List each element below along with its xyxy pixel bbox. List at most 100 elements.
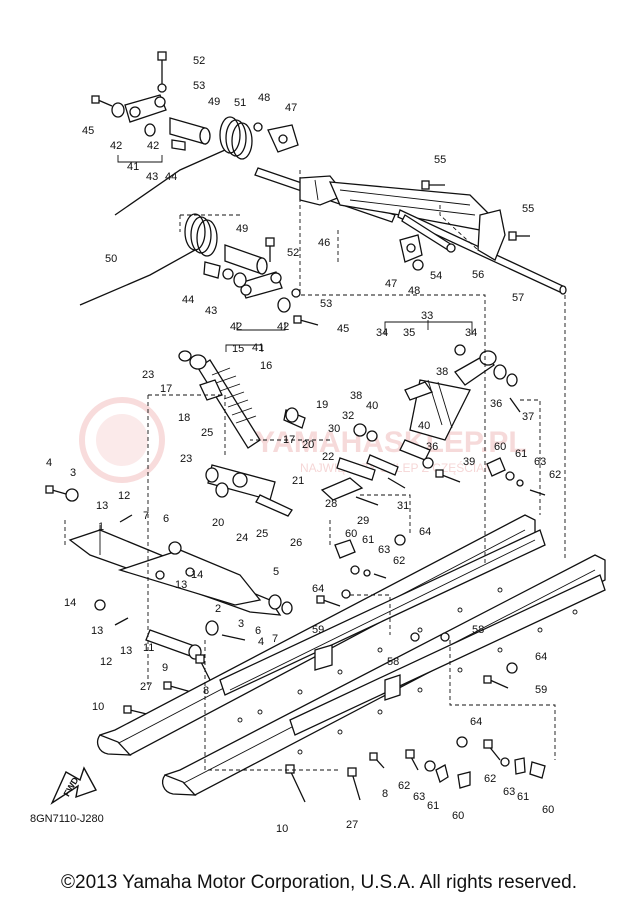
callout-57: 57 [512,292,524,304]
callout-61-c: 61 [427,800,439,812]
callout-42-upper-a: 42 [110,140,122,152]
callout-60-d: 60 [542,804,554,816]
callout-14-right: 14 [191,569,203,581]
callout-44-lower: 44 [182,294,194,306]
callout-5: 5 [273,566,279,578]
callout-27-bottom: 27 [346,819,358,831]
callout-55-right: 55 [522,203,534,215]
callout-36-right: 36 [490,398,502,410]
callout-33: 33 [421,310,433,322]
callout-25-bottom: 25 [256,528,268,540]
callout-38-left: 38 [350,390,362,402]
callout-58-left: 58 [387,656,399,668]
callout-7: 7 [143,510,149,522]
callout-46: 46 [318,237,330,249]
callout-2: 2 [215,603,221,615]
callout-9: 9 [162,662,168,674]
callout-48-upper: 48 [258,92,270,104]
callout-35: 35 [403,327,415,339]
callout-56: 56 [472,269,484,281]
callout-52-lower: 52 [287,247,299,259]
callout-17-right: 17 [283,434,295,446]
callout-64-d: 64 [470,716,482,728]
callout-61-a: 61 [362,534,374,546]
callout-58-right: 58 [472,624,484,636]
callout-49-upper: 49 [208,96,220,108]
callout-13-c: 13 [91,625,103,637]
callout-19: 19 [316,399,328,411]
rear-pivot-shaft-group [79,51,567,326]
callout-55-top: 55 [434,154,446,166]
callout-6: 6 [163,513,169,525]
callout-10-bottom: 10 [276,823,288,835]
callout-42-lower-a: 42 [230,321,242,333]
callout-59-right: 59 [535,684,547,696]
callout-30: 30 [328,423,340,435]
front-arm-group [45,485,293,717]
callout-43-upper: 43 [146,171,158,183]
callout-29: 29 [357,515,369,527]
callout-23-bottom: 23 [180,453,192,465]
copyright-notice: ©2013 Yamaha Motor Corporation, U.S.A. A… [61,872,577,893]
callout-47-lower: 47 [385,278,397,290]
rear-shock-group [320,344,521,506]
callout-14-left: 14 [64,597,76,609]
diagram-code: 8GN7110-J280 [30,813,104,825]
callout-49-lower: 49 [236,223,248,235]
callout-15: 15 [232,343,244,355]
callout-labels: 1 2 3 3 4 4 5 6 6 7 7 8 8 9 10 10 11 12 … [46,55,561,835]
callout-34-left: 34 [376,327,388,339]
callout-26: 26 [290,537,302,549]
callout-61-b: 61 [515,448,527,460]
callout-24: 24 [236,532,248,544]
callout-27-left: 27 [140,681,152,693]
callout-63-d: 63 [503,786,515,798]
callout-36-left: 36 [426,441,438,453]
callout-7-right: 7 [272,633,278,645]
callout-28: 28 [325,498,337,510]
callout-63-a: 63 [378,544,390,556]
callout-16: 16 [260,360,272,372]
callout-3-left: 3 [70,467,76,479]
front-shock-group [178,350,306,517]
callout-44-upper: 44 [165,171,177,183]
callout-25-top: 25 [201,427,213,439]
callout-37: 37 [522,411,534,423]
callout-53-upper: 53 [193,80,205,92]
callout-40-right: 40 [418,420,430,432]
callout-13-b: 13 [175,579,187,591]
callout-4-left: 4 [46,457,52,469]
callout-32: 32 [342,410,354,422]
callout-64-b: 64 [312,583,324,595]
callout-60-c: 60 [452,810,464,822]
dashed-grouping-lines [64,170,566,771]
slide-rails [97,457,606,803]
callout-17-left: 17 [160,383,172,395]
callout-64-a: 64 [419,526,431,538]
callout-10-left: 10 [92,701,104,713]
callout-50: 50 [105,253,117,265]
callout-41-lower: 41 [252,342,264,354]
callout-4-right: 4 [258,636,264,648]
callout-64-c: 64 [535,651,547,663]
callout-42-upper-b: 42 [147,140,159,152]
callout-21: 21 [292,475,304,487]
callout-63-b: 63 [534,456,546,468]
callout-23-top: 23 [142,369,154,381]
callout-45-upper: 45 [82,125,94,137]
callout-62-b: 62 [549,469,561,481]
callout-41-upper: 41 [127,161,139,173]
callout-53-lower: 53 [320,298,332,310]
callout-13-a: 13 [96,500,108,512]
callout-43-lower: 43 [205,305,217,317]
callout-40-left: 40 [366,400,378,412]
callout-34-right: 34 [465,327,477,339]
callout-54: 54 [430,270,442,282]
callout-60-a: 60 [345,528,357,540]
callout-48-lower: 48 [408,285,420,297]
callout-39: 39 [463,456,475,468]
callout-45-lower: 45 [337,323,349,335]
callout-12-top: 12 [118,490,130,502]
callout-52-upper: 52 [193,55,205,67]
callout-18: 18 [178,412,190,424]
